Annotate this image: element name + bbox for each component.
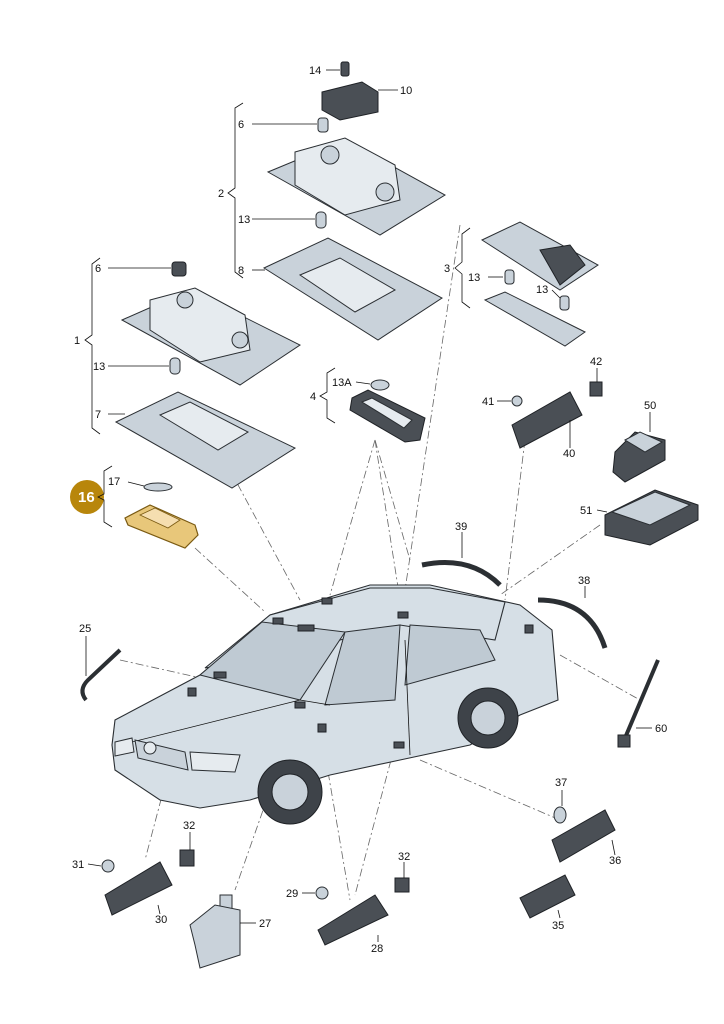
label-4: 4 — [310, 391, 316, 403]
label-31: 31 — [72, 859, 84, 871]
label-6-left: 6 — [95, 263, 101, 275]
roof-console-top — [294, 137, 401, 216]
part-29-32-28 — [315, 877, 410, 946]
label-14: 14 — [309, 65, 321, 77]
label-32-right: 32 — [398, 851, 410, 863]
part-32-31-30 — [101, 849, 195, 916]
bulb-13-right-b — [559, 295, 570, 311]
label-28: 28 — [371, 943, 383, 955]
bulb-17 — [143, 482, 173, 492]
label-29: 29 — [286, 888, 298, 900]
roof-console-assembly-2 — [262, 61, 446, 341]
reading-light-lens — [483, 291, 586, 347]
reading-light-housing — [480, 221, 599, 291]
label-51: 51 — [580, 505, 592, 517]
label-13-right-b: 13 — [536, 284, 548, 296]
highlight-badge — [70, 480, 104, 514]
connector-42 — [589, 381, 603, 397]
leader-lines — [85, 69, 652, 942]
label-13-left: 13 — [93, 361, 105, 373]
label-7: 7 — [95, 409, 101, 421]
part-37-36 — [551, 806, 616, 863]
label-36: 36 — [609, 855, 621, 867]
screw-14 — [340, 61, 350, 77]
label-37: 37 — [555, 777, 567, 789]
cable-25 — [80, 648, 122, 702]
part-27 — [189, 894, 241, 969]
callout-labels: 14 10 6 2 13 8 3 13 13 6 1 13 7 13A 4 42… — [72, 65, 667, 955]
bulb-13A — [370, 379, 390, 391]
label-38: 38 — [578, 575, 590, 587]
bulb-6-left — [171, 261, 187, 277]
label-3: 3 — [444, 263, 450, 275]
label-41: 41 — [482, 396, 494, 408]
part-35 — [519, 874, 576, 919]
brackets — [84, 102, 471, 528]
cable-60 — [617, 659, 660, 748]
label-16: 16 — [78, 489, 95, 506]
bulb-41 — [511, 395, 523, 407]
housing-40 — [511, 391, 583, 449]
interior-light-4 — [349, 379, 426, 443]
strip-38 — [537, 597, 608, 649]
car-illustration — [111, 584, 559, 825]
part-51 — [604, 489, 699, 546]
part-50 — [612, 431, 666, 483]
trim-strips — [421, 560, 608, 649]
bulb-13-left — [169, 357, 181, 375]
label-25: 25 — [79, 623, 91, 635]
roof-console-assembly-1 — [114, 261, 301, 489]
label-40: 40 — [563, 448, 575, 460]
label-2: 2 — [218, 188, 224, 200]
label-13-right-a: 13 — [468, 272, 480, 284]
reading-light-assembly-3 — [480, 221, 599, 347]
bulb-6-top — [317, 117, 329, 133]
label-13-top: 13 — [238, 214, 250, 226]
label-6-top: 6 — [238, 119, 244, 131]
label-30: 30 — [155, 914, 167, 926]
highlighted-part-16 — [70, 480, 199, 549]
label-32-left: 32 — [183, 820, 195, 832]
label-13A: 13A — [332, 377, 352, 389]
label-35: 35 — [552, 920, 564, 932]
label-39: 39 — [455, 521, 467, 533]
switch-10 — [321, 81, 379, 121]
label-50: 50 — [644, 400, 656, 412]
label-8: 8 — [238, 265, 244, 277]
label-42: 42 — [590, 356, 602, 368]
bulb-13-top — [315, 211, 327, 229]
strip-39 — [421, 560, 502, 587]
label-60: 60 — [655, 723, 667, 735]
label-27: 27 — [259, 918, 271, 930]
bulb-13-right-a — [504, 269, 515, 285]
label-1: 1 — [74, 335, 80, 347]
label-10: 10 — [400, 85, 412, 97]
label-17: 17 — [108, 476, 120, 488]
door-light-40 — [511, 381, 603, 449]
